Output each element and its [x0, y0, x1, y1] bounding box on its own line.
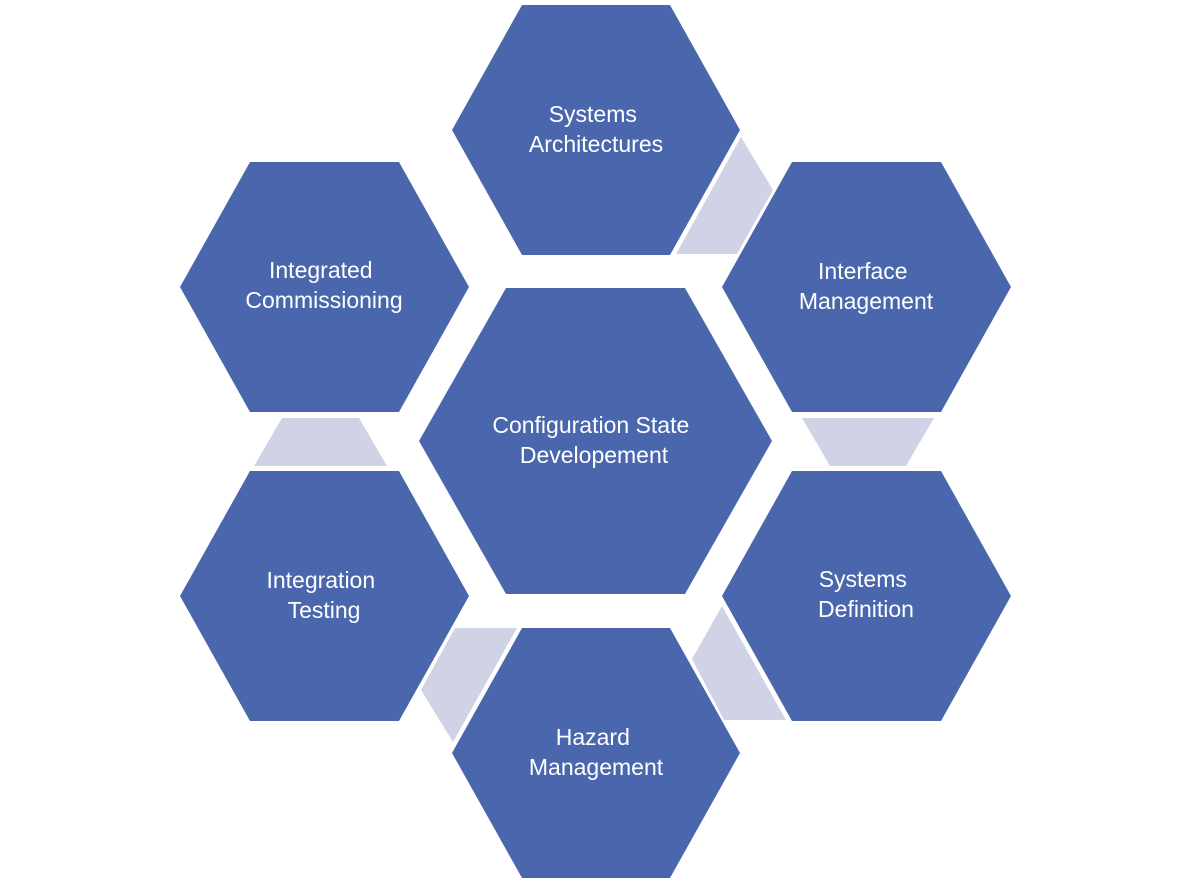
svg-text:Interface Management: Interface Management: [799, 258, 934, 314]
node-label-line1: Integrated: [269, 257, 373, 283]
node-label-line1: Systems: [819, 566, 907, 592]
connector-definition-to-hazard: [692, 606, 786, 720]
node-label-line1: Systems: [549, 101, 637, 127]
node-hazard-management: Hazard Management: [452, 628, 740, 878]
center-node-configuration-state: Configuration State Developement: [419, 288, 772, 594]
connector-architectures-to-interface: [676, 137, 773, 254]
center-label-line1: Configuration State: [492, 412, 689, 438]
connector-testing-to-commissioning: [254, 418, 387, 466]
svg-text:Systems Architectures: Systems Architectures: [529, 101, 663, 157]
node-label-line2: Testing: [288, 597, 361, 623]
node-label-line1: Integration: [266, 567, 375, 593]
hexagon-shape: [180, 471, 469, 721]
hexagon-shape: [180, 162, 469, 412]
hexagon-shape: [452, 628, 740, 878]
node-label-line1: Interface: [818, 258, 908, 284]
node-systems-architectures: Systems Architectures: [452, 5, 740, 255]
svg-text:Integrated Commissioning: Integrated Commissioning: [245, 257, 402, 313]
svg-text:Hazard Management: Hazard Management: [529, 724, 664, 780]
svg-text:Configuration State Deve: Configuration State Developement: [492, 412, 695, 468]
node-label-line2: Management: [529, 754, 664, 780]
hexagon-shape: [722, 162, 1011, 412]
connector-interface-to-definition: [802, 418, 934, 466]
node-integrated-commissioning: Integrated Commissioning: [180, 162, 469, 412]
node-label-line1: Hazard: [556, 724, 630, 750]
svg-text:Integration Testing: Integration Testing: [266, 567, 381, 623]
svg-text:Systems Definition: Systems Definition: [818, 566, 914, 622]
node-interface-management: Interface Management: [722, 162, 1011, 412]
hexagon-shape: [722, 471, 1011, 721]
node-label-line2: Commissioning: [245, 287, 402, 313]
connector-hazard-to-testing: [421, 628, 517, 742]
center-hexagon-shape: [419, 288, 772, 594]
node-label-line2: Management: [799, 288, 934, 314]
hexagon-shape: [452, 5, 740, 255]
node-label-line2: Definition: [818, 596, 914, 622]
center-label-line2: Developement: [520, 442, 669, 468]
node-label-line2: Architectures: [529, 131, 663, 157]
node-systems-definition: Systems Definition: [722, 471, 1011, 721]
node-integration-testing: Integration Testing: [180, 471, 469, 721]
